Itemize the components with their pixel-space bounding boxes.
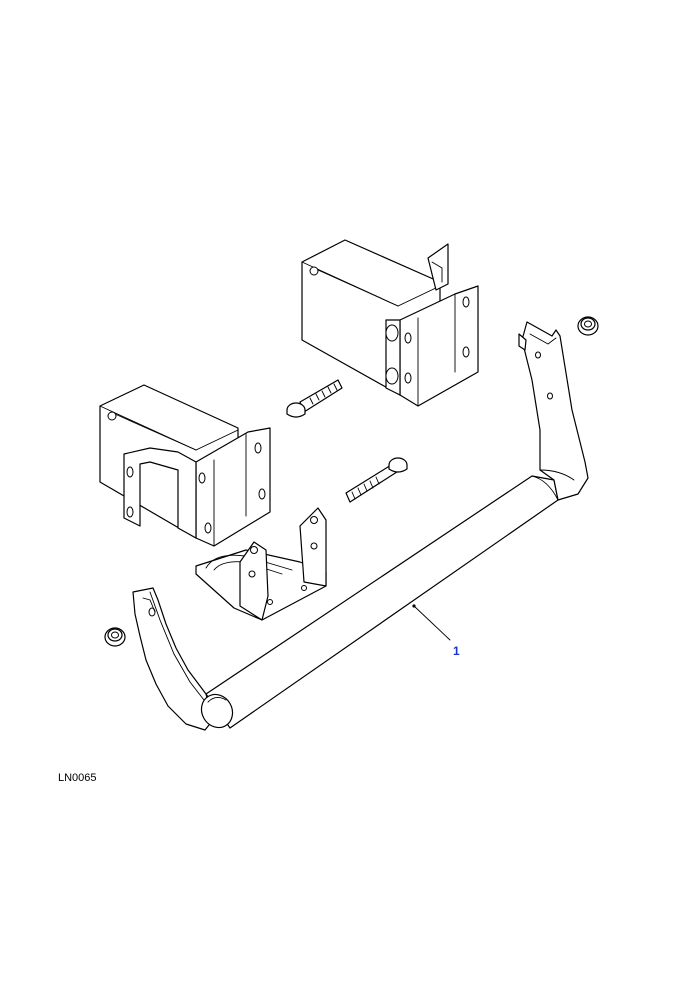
towing-eye-bracket (195, 507, 327, 621)
bolt-lower (345, 457, 408, 503)
callout-number-1[interactable]: 1 (453, 644, 460, 658)
lower-mounting-bracket (99, 384, 271, 547)
upper-mounting-bracket (301, 239, 479, 407)
bumper-tube-assembly (132, 321, 589, 731)
callout-leader-1 (412, 604, 451, 641)
flange-nut-right (577, 316, 599, 336)
bolt-upper (286, 379, 343, 418)
drawing-reference: LN0065 (58, 772, 97, 784)
flange-nut-left (104, 627, 126, 647)
